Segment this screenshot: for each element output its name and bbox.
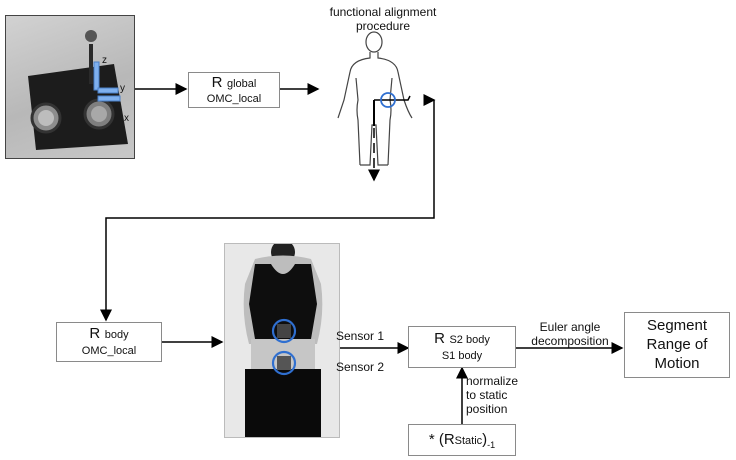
alignment-title-line1: functional alignment — [329, 5, 437, 19]
back-drawing — [243, 244, 323, 437]
r-s2-super: S2 body — [449, 334, 490, 346]
normalize-line1: normalize — [466, 374, 519, 388]
r-global-box: R global OMC_local — [188, 72, 280, 108]
alignment-title-line2: procedure — [355, 19, 411, 33]
r-body-sub: OMC_local — [81, 345, 137, 357]
r-global-super: global — [226, 78, 257, 90]
axis-y-label: y — [120, 83, 125, 94]
r-global-prefix: R — [211, 74, 223, 91]
marker-rig-photo: z y x — [5, 15, 135, 159]
r-body-box: R body OMC_local — [56, 322, 162, 362]
r-s2-sub: S1 body — [441, 350, 483, 362]
segment-line3: Motion — [654, 355, 700, 372]
euler-line1: Euler angle — [539, 320, 601, 334]
static-star: * (R — [428, 431, 455, 448]
segment-line1: Segment — [646, 317, 708, 334]
sensor1-label: Sensor 1 — [336, 329, 385, 343]
back-photo — [224, 243, 340, 438]
static-exp: -1 — [487, 440, 496, 451]
r-global-sub: OMC_local — [206, 93, 262, 105]
axis-x-label: x — [124, 113, 129, 124]
r-s2-box: R S2 body S1 body — [408, 326, 516, 368]
segment-rom-box: Segment Range of Motion — [624, 312, 730, 378]
r-s2-prefix: R — [434, 330, 445, 347]
normalize-line2: to static — [466, 388, 508, 402]
normalize-line3: position — [466, 402, 508, 416]
r-body-super: body — [104, 329, 129, 341]
segment-line2: Range of — [646, 336, 708, 353]
static-sub: Static — [454, 435, 483, 447]
marker-rig-drawing — [28, 30, 128, 150]
euler-line2: decomposition — [531, 334, 609, 348]
static-close: ) — [482, 431, 488, 448]
axis-z-label: z — [102, 55, 107, 66]
arrow-loop-to-body — [100, 100, 435, 322]
static-inverse-box: * (RStatic)-1 — [408, 424, 516, 456]
sensor2-label: Sensor 2 — [336, 360, 385, 374]
r-body-prefix: R — [89, 325, 101, 342]
